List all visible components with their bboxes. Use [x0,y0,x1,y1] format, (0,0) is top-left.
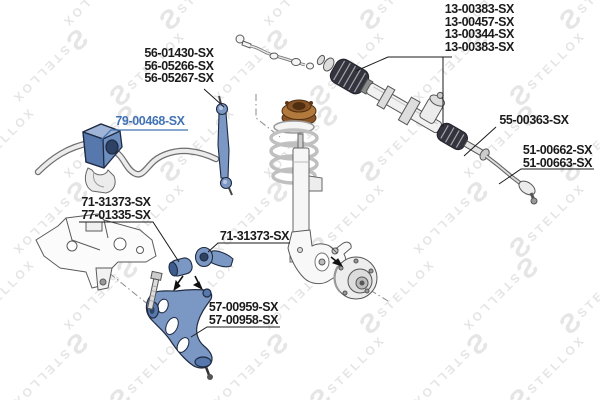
label-arm-bushing-single: 71-31373-SX [219,230,290,243]
stabilizer-bushing [82,123,123,169]
label-stabilizer-bushing-highlighted[interactable]: 79-00468-SX [112,115,188,128]
mounting-bolt [146,270,163,310]
part-number: 71-31373-SX [219,229,290,243]
stabilizer-link [215,95,233,196]
assembly-arrows [173,256,344,292]
part-number: 13-00383-SX [444,39,515,54]
stabilizer-clamp-bracket [84,167,116,194]
label-control-arm-group: 57-00959-SX 57-00958-SX [207,301,280,326]
part-number: 51-00662-SX [522,143,593,157]
part-number: 13-00383-SX [444,2,515,16]
part-number: 56-01430-SX [144,46,214,60]
part-number: 56-05267-SX [144,71,214,86]
part-number: 77-01335-SX [81,207,151,222]
control-arm-bushings [168,246,234,277]
subframe-sketch [35,213,157,291]
part-number: 13-00344-SX [444,27,515,42]
steering-rack [316,54,490,161]
part-number: 71-31373-SX [81,195,151,209]
leader-lines [79,56,594,338]
part-number-highlighted[interactable]: 79-00468-SX [115,114,185,128]
outer-tie-rod-end [484,154,538,205]
control-arm [145,288,213,380]
label-arm-bushing-group: 71-31373-SX 77-01335-SX [79,196,153,221]
stabilizer-bar [34,139,220,178]
label-axial-rod: 55-00363-SX [496,114,572,127]
label-stabilizer-link-group: 56-01430-SX 56-05266-SX 56-05267-SX [143,47,215,85]
part-number: 57-00959-SX [208,300,279,314]
part-number: 57-00958-SX [208,312,279,327]
tie-rod-assembly-sketch [235,34,314,70]
part-number: 55-00363-SX [499,113,569,127]
part-number: 56-05266-SX [144,58,214,73]
wheel-hub [330,246,378,300]
part-number: 51-00663-SX [522,155,593,170]
part-number: 13-00457-SX [444,14,515,29]
label-tie-rod-end-group: 51-00662-SX 51-00663-SX [521,144,594,169]
label-steering-rack-group: 13-00383-SX 13-00457-SX 13-00344-SX 13-0… [441,2,515,54]
leader-line-highlight [99,129,188,142]
